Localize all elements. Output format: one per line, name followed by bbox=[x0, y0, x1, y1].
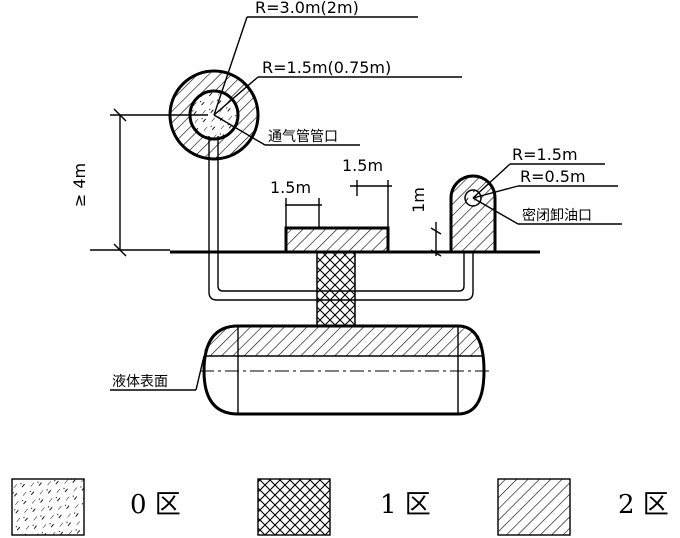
unloading-port-zone bbox=[449, 174, 497, 254]
dim-left-15-label: 1.5m bbox=[270, 178, 311, 197]
unload-port-leader bbox=[472, 197, 519, 225]
legend-label-zone2: 2 区 bbox=[618, 490, 669, 520]
legend-label-zone1: 1 区 bbox=[380, 490, 431, 520]
r-outer-unload-label: R=1.5m bbox=[512, 145, 578, 164]
manhole-shaft bbox=[316, 251, 356, 327]
r-outer-vent-label: R=3.0m(2m) bbox=[255, 0, 359, 17]
legend-swatch-zone2 bbox=[497, 478, 571, 536]
tank-shell bbox=[202, 324, 486, 416]
vent-outlet-leader bbox=[213, 114, 266, 146]
legend-swatch-zone0 bbox=[11, 478, 85, 536]
r-inner-vent-leader bbox=[213, 76, 259, 116]
dim-mid-15-label: 1.5m bbox=[342, 156, 383, 175]
r-inner-vent-label: R=1.5m(0.75m) bbox=[262, 58, 391, 77]
vent-outlet-label: 通气管管口 bbox=[268, 129, 338, 145]
liquid-surface-label: 液体表面 bbox=[112, 374, 168, 390]
unload-port-label: 密闭卸油口 bbox=[522, 207, 592, 224]
dim-1m-label: 1m bbox=[409, 187, 428, 213]
r-outer-vent-leader bbox=[213, 16, 248, 116]
height-tick-bottom bbox=[113, 243, 127, 257]
legend-label-zone0: 0 区 bbox=[130, 490, 181, 520]
height-tick-top bbox=[113, 108, 127, 122]
r-inner-unload-label: R=0.5m bbox=[520, 167, 586, 186]
dim-1m-tick1 bbox=[430, 227, 442, 235]
height-label: ≥ 4m bbox=[70, 163, 89, 207]
liquid-surface-leader bbox=[195, 355, 205, 391]
legend-swatch-zone1 bbox=[257, 478, 331, 536]
tank-vapor-space bbox=[204, 326, 484, 356]
manhole-zone bbox=[284, 226, 390, 254]
legend: 0 区 1 区 2 区 bbox=[11, 478, 669, 536]
dim-1m-tick2 bbox=[430, 249, 442, 257]
r-outer-unload-leader bbox=[472, 163, 511, 199]
r-inner-unload-leader bbox=[472, 185, 519, 199]
